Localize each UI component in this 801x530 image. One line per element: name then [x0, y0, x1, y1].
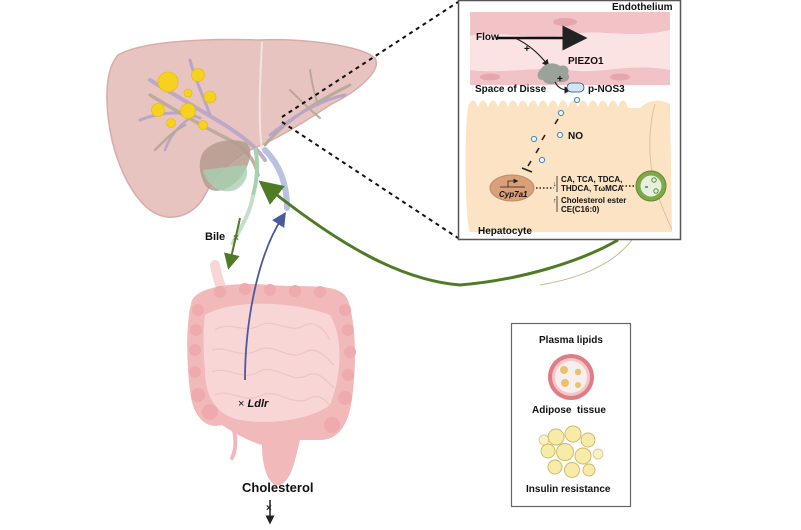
legend-plasma-lipids: Plasma lipids [539, 335, 603, 346]
bile-canaliculus [635, 170, 667, 202]
pnos3-protein [566, 82, 585, 93]
bile-acids-down-arrow: ↓ [553, 181, 557, 188]
bile-inhibit-mark: × [233, 233, 239, 244]
zoom-connector-lines [281, 1, 459, 239]
space-of-disse-label: Space of Disse [475, 84, 547, 95]
no-label: NO [568, 131, 583, 142]
piezo1-to-pnos3-arrow [554, 81, 572, 94]
bile-flow-arrow [224, 217, 241, 270]
adipose-tissue-icon [538, 425, 604, 478]
promoter-arrow-icon [507, 178, 519, 187]
cholesterol-ester-line2: CE(C16:0) [561, 205, 600, 214]
bile-acids-line2: THDCA, TωMCA [561, 184, 624, 193]
hepatocyte-label: Hepatocyte [478, 226, 532, 237]
pnos3-label: p-NOS3 [588, 84, 625, 95]
intestine [187, 260, 356, 486]
cholesterol-ester-up-arrow: ↑ [553, 198, 557, 205]
legend-adipose-tissue: Adipose tissue [532, 405, 606, 416]
gallbladder [199, 140, 260, 196]
piezo1-channel [537, 63, 570, 85]
ldlr-knockout-mark: × [238, 398, 245, 410]
plasma-lipids-icon [548, 354, 594, 400]
cholesterol-label: Cholesterol [242, 480, 314, 495]
piezo1-label: PIEZO1 [568, 56, 604, 67]
liver [106, 38, 378, 218]
no-molecules [530, 96, 581, 164]
legend-panel [510, 322, 632, 508]
no-signal-line [521, 118, 559, 173]
flow-plus-sign: + [524, 44, 530, 55]
bile-acid-return-arrow [258, 180, 619, 287]
liver-vessels [138, 58, 352, 177]
bile-acids-line1: CA, TCA, TDCA, [561, 175, 623, 184]
legend-insulin-resistance: Insulin resistance [526, 484, 611, 495]
bile-label: Bile [205, 231, 226, 243]
piezo1-plus-sign: + [557, 74, 563, 85]
endothelium-label: Endothelium [612, 2, 673, 13]
cholesterol-inhibit-mark: × [266, 503, 272, 514]
flow-to-piezo1-arrow [514, 37, 550, 67]
cyp7a1-label: Cyp7a1 [499, 190, 528, 199]
ldlr-gene: Ldlr [247, 398, 269, 410]
hepatocyte-nucleus [489, 174, 535, 202]
inset-panel [457, 0, 682, 241]
ldlr-label: × Ldlr [238, 398, 268, 410]
flow-label: Flow [476, 32, 499, 43]
cholesterol-ester-line1: Cholesterol ester [561, 196, 627, 205]
lipid-droplets [151, 68, 217, 130]
cholesterol-uptake-arrow [244, 211, 286, 381]
